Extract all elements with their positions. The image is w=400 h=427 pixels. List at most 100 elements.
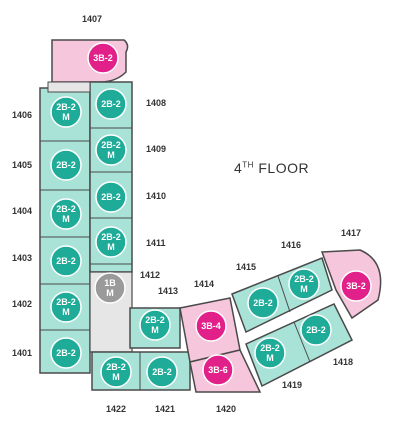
badge-type-label: 2B-2 [101,99,121,109]
badge-type-label: 2B-2 [306,325,326,335]
badge-circle [50,149,82,181]
unit-type-badge-1413[interactable]: 2B-2M [139,309,171,341]
badge-circle [195,310,227,342]
unit-type-badge-1414[interactable]: 3B-4 [195,310,227,342]
badge-type-label: M [266,353,274,363]
unit-type-badge-1403[interactable]: 2B-2 [50,245,82,277]
badge-circle [139,309,171,341]
unit-number-1403: 1403 [12,253,33,263]
badge-circle [340,270,372,302]
unit-type-badge-1408[interactable]: 2B-2 [95,88,127,120]
badge-type-label: 3B-4 [201,321,221,331]
unit-type-badge-1411[interactable]: 2B-2M [95,226,127,258]
floor-suffix: TH [242,160,254,170]
unit-type-badge-1405[interactable]: 2B-2 [50,149,82,181]
badge-type-label: M [112,372,120,382]
unit-type-badge-1412[interactable]: 1BM [94,272,126,304]
badge-type-label: 1B [104,278,116,288]
badge-circle [288,268,320,300]
badge-circle [100,356,132,388]
badge-type-label: 2B-2 [101,232,121,242]
unit-number-1422: 1422 [106,404,127,414]
unit-number-1421: 1421 [155,404,176,414]
badge-type-label: M [107,150,115,160]
badge-type-label: 2B-2 [101,140,121,150]
unit-number-1414: 1414 [194,279,215,289]
unit-type-badge-1418[interactable]: 2B-2 [300,314,332,346]
badge-circle [50,337,82,369]
unit-number-1408: 1408 [146,98,167,108]
badge-type-label: M [62,307,70,317]
unit-number-1405: 1405 [12,160,33,170]
unit-number-1407: 1407 [82,14,103,24]
badge-type-label: 2B-2 [152,367,172,377]
badge-type-label: 2B-2 [56,204,76,214]
badge-circle [87,42,119,74]
unit-type-badge-1420[interactable]: 3B-6 [202,354,234,386]
unit-number-1416: 1416 [281,240,302,250]
badge-circle [94,272,126,304]
badge-circle [254,337,286,369]
unit-number-1402: 1402 [12,299,33,309]
badge-type-label: 3B-6 [208,365,228,375]
unit-type-badge-1404[interactable]: 2B-2M [50,198,82,230]
unit-type-badge-1406[interactable]: 2B-2M [50,96,82,128]
unit-number-1418: 1418 [333,357,354,367]
badge-type-label: 2B-2 [106,362,126,372]
floor-number: 4 [234,160,243,176]
badge-circle [95,181,127,213]
badge-circle [95,134,127,166]
unit-type-badge-1417[interactable]: 3B-2 [340,270,372,302]
unit-number-1401: 1401 [12,348,33,358]
unit-type-badge-1416[interactable]: 2B-2M [288,268,320,300]
badge-type-label: 2B-2 [56,256,76,266]
badge-type-label: 2B-2 [56,102,76,112]
badge-type-label: M [107,242,115,252]
badge-circle [95,226,127,258]
badge-circle [146,356,178,388]
badge-type-label: M [62,214,70,224]
badge-circle [50,291,82,323]
badge-type-label: M [151,325,159,335]
badge-type-label: M [300,284,308,294]
unit-number-1415: 1415 [236,262,257,272]
unit-type-badge-1422[interactable]: 2B-2M [100,356,132,388]
unit-type-badge-1421[interactable]: 2B-2 [146,356,178,388]
badge-type-label: 3B-2 [346,281,366,291]
unit-number-1410: 1410 [146,191,167,201]
unit-number-1420: 1420 [216,404,237,414]
unit-number-1412: 1412 [140,270,161,280]
badge-circle [300,314,332,346]
unit-type-badge-1409[interactable]: 2B-2M [95,134,127,166]
badge-type-label: M [62,112,70,122]
unit-number-1411: 1411 [146,238,166,248]
unit-number-1419: 1419 [282,380,303,390]
west-tower [39,81,133,374]
badge-circle [50,198,82,230]
floor-title: 4TH FLOOR [234,160,309,176]
unit-number-1404: 1404 [12,206,33,216]
unit-type-badge-1402[interactable]: 2B-2M [50,291,82,323]
badge-circle [202,354,234,386]
badge-type-label: 2B-2 [101,192,121,202]
unit-type-badge-1401[interactable]: 2B-2 [50,337,82,369]
badge-type-label: 2B-2 [56,348,76,358]
badge-type-label: 2B-2 [56,160,76,170]
badge-type-label: 2B-2 [294,274,314,284]
unit-type-badge-1410[interactable]: 2B-2 [95,181,127,213]
unit-type-badge-1415[interactable]: 2B-2 [247,287,279,319]
badge-type-label: 3B-2 [93,53,113,63]
unit-number-1409: 1409 [146,144,167,154]
floor-word: FLOOR [258,160,310,176]
badge-type-label: 2B-2 [253,298,273,308]
badge-circle [50,96,82,128]
badge-circle [50,245,82,277]
badge-type-label: 2B-2 [145,315,165,325]
badge-circle [247,287,279,319]
badge-type-label: M [106,288,114,298]
unit-number-1417: 1417 [341,228,362,238]
unit-type-badge-1419[interactable]: 2B-2M [254,337,286,369]
badge-type-label: 2B-2 [56,297,76,307]
unit-type-badge-1407[interactable]: 3B-2 [87,42,119,74]
